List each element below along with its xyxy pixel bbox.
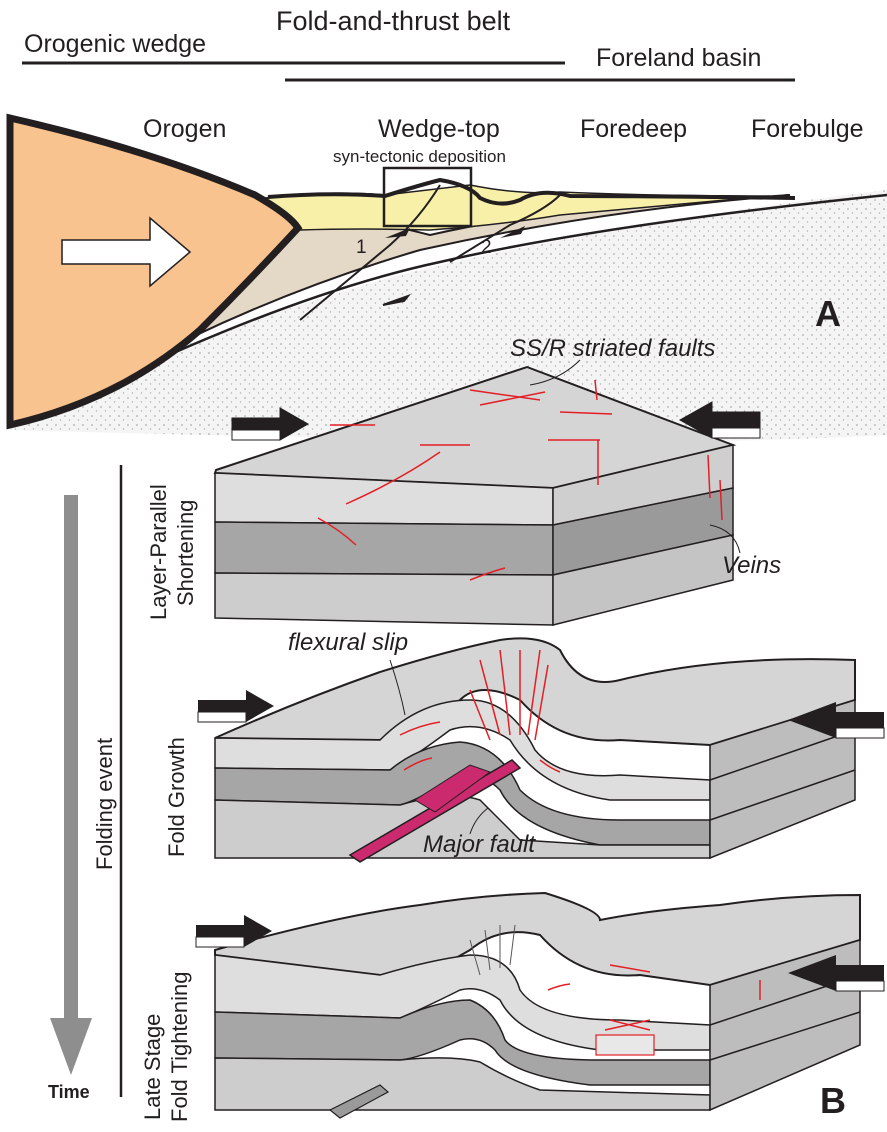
stage1-line1: Layer-Parallel — [146, 484, 171, 620]
lps-layer-2 — [214, 521, 554, 576]
thrust-2 — [449, 194, 561, 263]
fold-thrust-belt-label: Fold-and-thrust belt — [276, 6, 511, 36]
time-label: Time — [48, 1082, 90, 1102]
fault-2-label: 2 — [481, 237, 492, 258]
basement — [10, 190, 887, 442]
orogenic-wedge-label: Orogenic wedge — [24, 30, 206, 58]
late-cut-block — [595, 1034, 655, 1056]
time-arrow-head-icon — [50, 1018, 92, 1075]
flexural-slip-label: flexural slip — [288, 629, 408, 656]
stage3-line2: Fold Tightening — [167, 972, 192, 1122]
growth-left-arrow-base — [197, 711, 247, 723]
block-fold-growth: flexural slip Major fault — [197, 629, 885, 863]
time-axis: Time Folding event Layer-Parallel Shorte… — [48, 465, 198, 1122]
major-fault-wedge — [414, 764, 492, 813]
block-lps: SS/R striated faults Veins — [213, 335, 781, 626]
growth-top-face — [214, 637, 856, 747]
late-layer-3 — [214, 1057, 711, 1111]
fault-arrow-1 — [385, 228, 410, 238]
folding-event-label: Folding event — [92, 738, 117, 870]
growth-red-fractures — [399, 649, 561, 773]
stage1-line2: Shortening — [173, 500, 198, 606]
late-right-arrow-base — [835, 980, 885, 992]
late-top-face — [214, 891, 861, 987]
ss-r-leader — [529, 359, 581, 386]
stage2-label: Fold Growth — [164, 737, 189, 857]
ss-r-faults-label: SS/R striated faults — [510, 335, 715, 362]
lps-left-arrow-base — [231, 429, 281, 441]
late-hinge-fractures — [469, 924, 516, 976]
header-labels: Fold-and-thrust belt Orogenic wedge Fore… — [22, 6, 795, 82]
panel-b-label: B — [820, 1080, 846, 1121]
detail-box — [382, 166, 473, 228]
time-arrow-shaft — [64, 495, 78, 1020]
lps-right-arrow-base — [711, 427, 761, 439]
wedge-top-label: Wedge-top — [378, 115, 500, 143]
convergence-arrow-icon — [61, 216, 192, 288]
veins-leader — [709, 524, 741, 554]
lps-red-faults — [317, 379, 723, 581]
major-fault-label: Major fault — [423, 831, 536, 858]
foredeep-label: Foredeep — [580, 115, 687, 143]
growth-side-bedding — [709, 729, 856, 821]
late-left-arrow-base — [195, 936, 245, 948]
flexural-slip-leader — [389, 659, 406, 716]
panel-a-label: A — [815, 293, 841, 334]
basal-slip-arrow — [382, 293, 411, 306]
lps-side-3 — [552, 534, 734, 626]
fault-arrow-2 — [500, 226, 525, 238]
growth-right-arrow-icon — [788, 702, 884, 738]
stage3-line1: Late Stage — [140, 1014, 165, 1120]
block-late-stage: B — [195, 891, 885, 1121]
syn-tectonic-label: syn-tectonic deposition — [333, 147, 506, 166]
major-fault-leader — [469, 807, 489, 835]
foreland-basin-label: Foreland basin — [596, 44, 761, 72]
cross-section-a: Orogen Wedge-top Foredeep Forebulge syn-… — [6, 113, 887, 442]
veins-label: Veins — [722, 552, 781, 579]
late-left-arrow-icon — [196, 915, 272, 947]
late-right-arrow-icon — [788, 955, 884, 991]
orogen-label: Orogen — [143, 115, 226, 143]
decollement — [109, 193, 887, 384]
growth-right-arrow-base — [835, 727, 885, 739]
forebulge-label: Forebulge — [751, 115, 864, 143]
lps-layer-3 — [214, 572, 554, 626]
thrust-1 — [299, 184, 441, 321]
fault-1-label: 1 — [356, 237, 367, 258]
growth-left-arrow-icon — [198, 690, 274, 722]
late-major-fault — [328, 1084, 390, 1119]
